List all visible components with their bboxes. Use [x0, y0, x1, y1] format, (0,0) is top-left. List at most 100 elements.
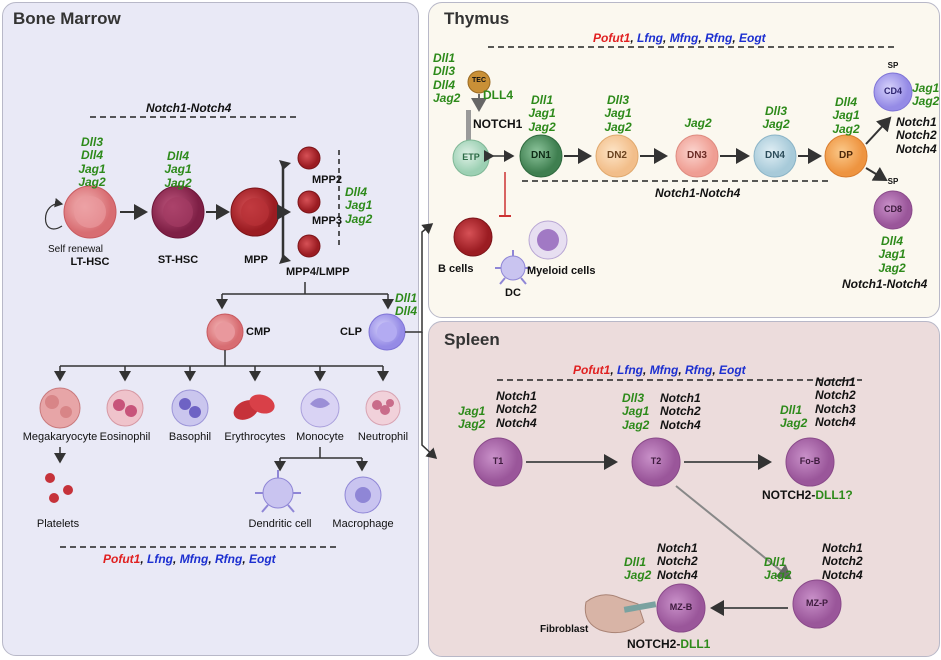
mzb-notch2-dll1: NOTCH2-DLL1: [627, 637, 711, 651]
basophil-cell: [171, 389, 209, 427]
bm-notch-range: Notch1-Notch4: [146, 101, 232, 115]
mpp-label: MPP: [244, 254, 268, 266]
fibroblast-cell: [584, 594, 645, 634]
bone-marrow-title: Bone Marrow: [13, 9, 121, 28]
dn3-cell: [675, 134, 719, 178]
thymus-glyco-enzymes: Pofut1, Lfng, Mfng, Rfng, Eogt: [593, 31, 766, 45]
dp-label: DP: [839, 150, 853, 161]
tec-label: TEC: [472, 77, 486, 84]
dn1-cell: [519, 134, 563, 178]
dll4-label: DLL4: [483, 88, 513, 102]
mzp-cell: [792, 579, 842, 629]
mpp4-cell: [297, 234, 321, 258]
monocyte-cell: [300, 388, 340, 428]
self-renewal-label: Self renewal: [48, 244, 104, 255]
dendritic-cell: [255, 470, 301, 513]
dn2-cell: [595, 134, 639, 178]
mpp4-label: MPP4/LMPP: [286, 266, 350, 278]
cd8-sp-label: SP: [887, 177, 899, 186]
self-renewal-arrow: [44, 198, 64, 230]
clp-label: CLP: [340, 326, 362, 338]
mpp3-cell: [297, 190, 321, 214]
monocyte-label: Monocyte: [296, 431, 344, 443]
t1-cell: [473, 437, 523, 487]
etp-label: ETP: [462, 152, 480, 162]
neutrophil-label: Neutrophil: [357, 431, 409, 443]
bcell-cell: [453, 217, 493, 257]
dendritic-label: Dendritic cell: [248, 518, 312, 530]
dc-label: DC: [505, 287, 521, 299]
macrophage-cell: [344, 476, 382, 514]
mzb-cell: [656, 583, 706, 633]
myeloid-label: Myeloid cells: [527, 265, 596, 277]
dn2-label: DN2: [606, 150, 627, 161]
fob-notch2-dll1: NOTCH2-DLL1?: [762, 488, 853, 502]
cd4-sp-label: SP: [887, 61, 899, 70]
platelets-icon: [45, 473, 73, 503]
t1-label: T1: [492, 456, 504, 466]
t2-cell: [631, 437, 681, 487]
mzb-label: MZ-B: [669, 602, 693, 612]
mpp2-label: MPP2: [312, 174, 342, 186]
dp-cell: [824, 134, 868, 178]
dn4-label: DN4: [764, 150, 785, 161]
mpp2-cell: [297, 146, 321, 170]
sthsc-label: ST-HSC: [157, 254, 199, 266]
eosinophil-label: Eosinophil: [99, 431, 151, 443]
bcells-label: B cells: [438, 263, 474, 275]
dn1-label: DN1: [530, 150, 551, 161]
t2-label: T2: [650, 456, 662, 466]
dc-icon: [495, 250, 531, 285]
bm-glyco-enzymes: Pofut1, Lfng, Mfng, Rfng, Eogt: [103, 552, 276, 566]
dn3-ligands: Jag2: [684, 116, 712, 130]
cd8-receptors: Notch1-Notch4: [842, 277, 928, 291]
dn3-label: DN3: [686, 150, 707, 161]
macrophage-label: Macrophage: [332, 518, 394, 530]
thymus-notch-range: Notch1-Notch4: [655, 186, 741, 200]
cd8-label: CD8: [883, 204, 902, 214]
mpp3-label: MPP3: [312, 215, 342, 227]
fibroblast-label: Fibroblast: [540, 624, 589, 635]
fob-cell: [785, 437, 835, 487]
spleen-panel: [428, 321, 940, 657]
lthsc-label: LT-HSC: [70, 256, 110, 268]
erythrocytes-label: Erythrocytes: [224, 431, 286, 443]
notch1-label: NOTCH1: [473, 117, 523, 131]
spleen-title: Spleen: [444, 330, 500, 349]
eosinophil-cell: [106, 389, 144, 427]
thymus-title: Thymus: [444, 9, 510, 28]
cd8-cell: [873, 190, 913, 230]
fob-label: Fo-B: [799, 456, 821, 466]
megakaryocyte-label: Megakaryocyte: [22, 431, 98, 443]
spleen-glyco-enzymes: Pofut1, Lfng, Mfng, Rfng, Eogt: [573, 363, 746, 377]
dn4-cell: [753, 134, 797, 178]
tec-cell: [467, 70, 491, 94]
cmp-label: CMP: [246, 326, 271, 338]
erythrocytes-cell: [233, 394, 275, 420]
basophil-label: Basophil: [168, 431, 212, 443]
platelets-label: Platelets: [36, 518, 80, 530]
